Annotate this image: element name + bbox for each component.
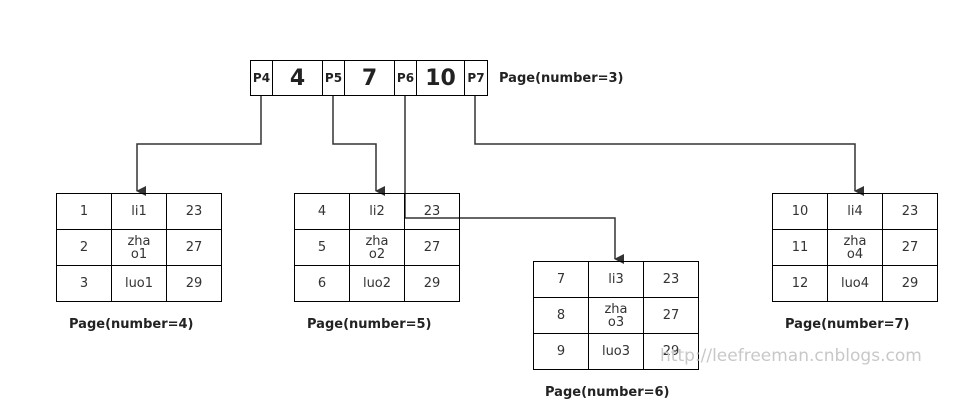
table-cell: 1 xyxy=(56,193,112,230)
table-cell: luo4 xyxy=(827,265,883,302)
root-pointer-p5: P5 xyxy=(323,61,345,95)
table-cell: 29 xyxy=(643,333,699,370)
root-key-7: 7 xyxy=(345,61,395,95)
table-cell: li3 xyxy=(588,261,644,298)
root-page-node: P4 4 P5 7 P6 10 P7 xyxy=(250,60,488,96)
table-cell: 27 xyxy=(166,229,222,266)
table-row: 6 luo2 29 xyxy=(294,265,460,302)
root-page-label: Page(number=3) xyxy=(499,71,624,86)
leaf-page-4-label: Page(number=4) xyxy=(69,317,194,332)
leaf-page-7-table: 10 li4 23 11 zha o4 27 12 luo4 29 xyxy=(772,193,938,302)
table-cell: 5 xyxy=(294,229,350,266)
table-cell: 23 xyxy=(643,261,699,298)
table-row: 11 zha o4 27 xyxy=(772,229,938,266)
table-cell: 6 xyxy=(294,265,350,302)
table-cell: 29 xyxy=(882,265,938,302)
leaf-page-4-table: 1 li1 23 2 zha o1 27 3 luo1 29 xyxy=(56,193,222,302)
root-pointer-p7: P7 xyxy=(467,71,485,85)
leaf-page-6-table: 7 li3 23 8 zha o3 27 9 luo3 29 xyxy=(533,261,699,370)
table-cell: 7 xyxy=(533,261,589,298)
table-cell: 23 xyxy=(404,193,460,230)
table-cell: 4 xyxy=(294,193,350,230)
table-cell: 23 xyxy=(882,193,938,230)
table-row: 5 zha o2 27 xyxy=(294,229,460,266)
table-cell: zha o1 xyxy=(111,229,167,266)
table-cell: 11 xyxy=(772,229,828,266)
table-cell: zha o2 xyxy=(349,229,405,266)
table-row: 7 li3 23 xyxy=(533,261,699,298)
table-cell: 12 xyxy=(772,265,828,302)
table-cell: 29 xyxy=(166,265,222,302)
table-cell: li2 xyxy=(349,193,405,230)
root-pointer-p4: P4 xyxy=(251,61,273,95)
table-cell: 3 xyxy=(56,265,112,302)
table-cell: luo2 xyxy=(349,265,405,302)
table-cell: li1 xyxy=(111,193,167,230)
table-cell: luo1 xyxy=(111,265,167,302)
leaf-page-5-table: 4 li2 23 5 zha o2 27 6 luo2 29 xyxy=(294,193,460,302)
table-cell: 23 xyxy=(166,193,222,230)
leaf-page-7-label: Page(number=7) xyxy=(785,317,910,332)
table-row: 12 luo4 29 xyxy=(772,265,938,302)
table-cell: 2 xyxy=(56,229,112,266)
table-cell: 27 xyxy=(404,229,460,266)
leaf-page-6-label: Page(number=6) xyxy=(545,385,670,400)
table-cell: 10 xyxy=(772,193,828,230)
table-cell: 27 xyxy=(643,297,699,334)
table-cell: zha o4 xyxy=(827,229,883,266)
table-row: 4 li2 23 xyxy=(294,193,460,230)
table-row: 8 zha o3 27 xyxy=(533,297,699,334)
table-row: 1 li1 23 xyxy=(56,193,222,230)
root-key-4: 4 xyxy=(273,61,323,95)
table-row: 3 luo1 29 xyxy=(56,265,222,302)
arrow-p4-to-page4 xyxy=(136,96,262,196)
table-cell: li4 xyxy=(827,193,883,230)
watermark-text: http://leefreeman.cnblogs.com xyxy=(660,346,922,366)
table-cell: 29 xyxy=(404,265,460,302)
leaf-page-5-label: Page(number=5) xyxy=(307,317,432,332)
root-key-10: 10 xyxy=(417,61,465,95)
table-cell: luo3 xyxy=(588,333,644,370)
table-cell: zha o3 xyxy=(588,297,644,334)
table-cell: 27 xyxy=(882,229,938,266)
table-cell: 8 xyxy=(533,297,589,334)
table-row: 9 luo3 29 xyxy=(533,333,699,370)
arrow-p6-to-page6 xyxy=(404,96,624,264)
arrow-p5-to-page5 xyxy=(332,96,385,196)
table-row: 2 zha o1 27 xyxy=(56,229,222,266)
table-cell: 9 xyxy=(533,333,589,370)
root-pointer-p6: P6 xyxy=(395,61,417,95)
arrow-p7-to-page7 xyxy=(474,96,864,196)
table-row: 10 li4 23 xyxy=(772,193,938,230)
